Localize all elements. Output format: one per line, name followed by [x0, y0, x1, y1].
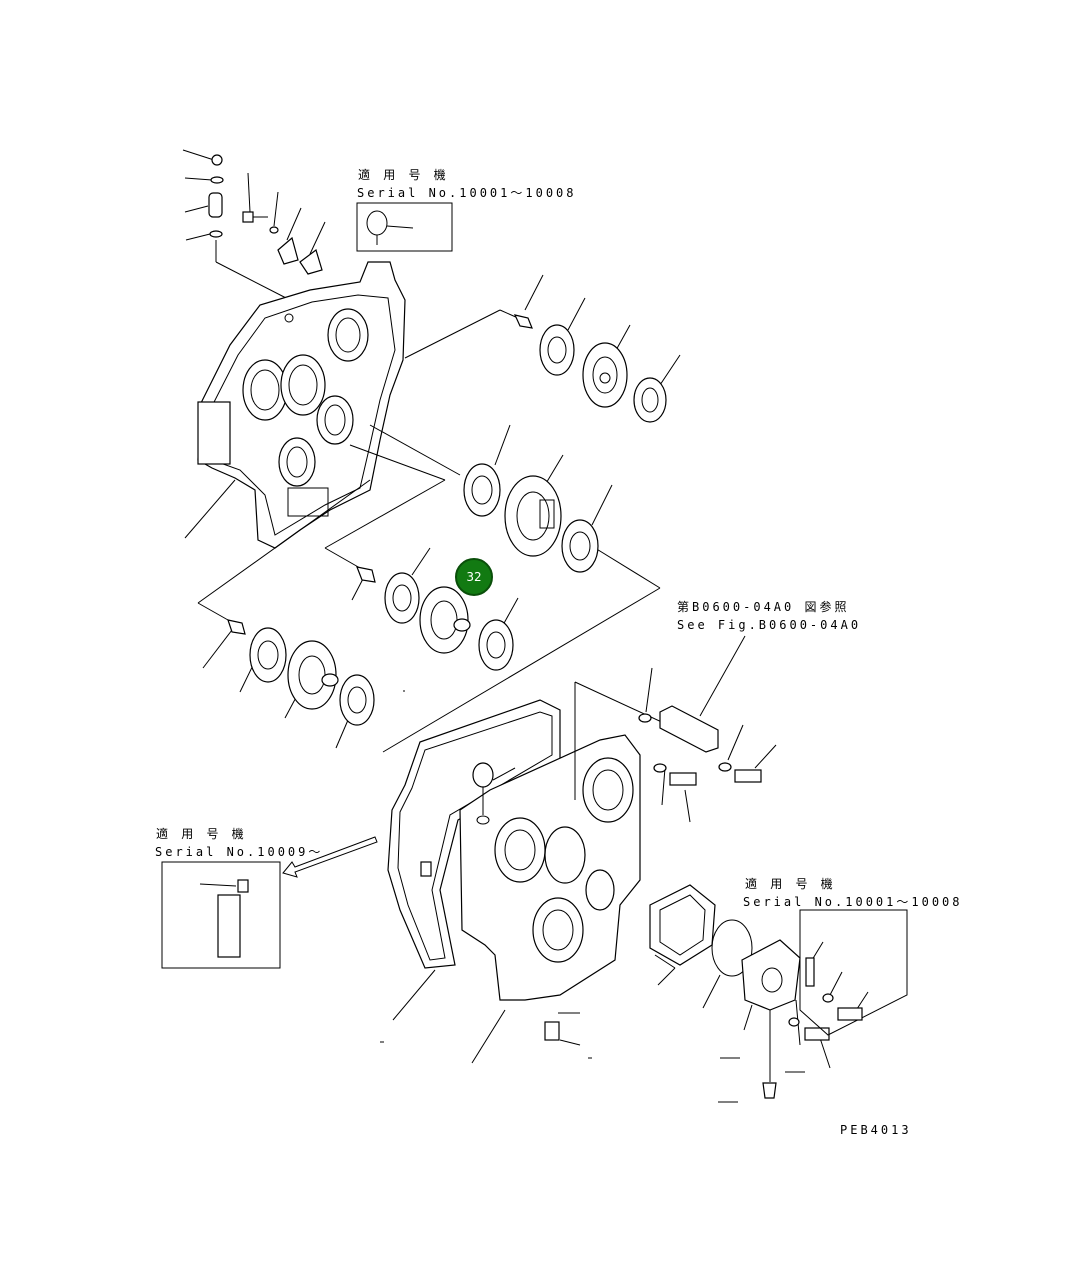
see-fig-bracket	[574, 635, 777, 823]
see-fig-en-label: See Fig.B0600-04A0	[677, 618, 862, 632]
top-left-hardware	[182, 149, 326, 315]
lower-case-housing	[420, 734, 641, 1064]
rear-cover-group	[649, 884, 831, 1099]
dash-marks	[380, 690, 805, 1103]
serial-right-no-label: Serial No.10001〜10008	[743, 895, 963, 909]
serial-box-left	[161, 836, 378, 969]
serial-box-right	[799, 909, 908, 1036]
bearing-stack-2	[463, 424, 613, 573]
bearing-stack-1	[513, 274, 681, 423]
lower-gasket	[387, 699, 561, 1021]
bearing-stack-3	[351, 547, 519, 671]
serial-top-no-label: Serial No.10001〜10008	[357, 186, 577, 200]
serial-right-jp-label: 適 用 号 機	[745, 877, 836, 891]
serial-left-no-label: Serial No.10009〜	[155, 845, 324, 859]
upper-case-housing	[197, 261, 406, 549]
drawing-code-label: PEB4013	[840, 1123, 912, 1137]
part-callout-32[interactable]: 32	[455, 558, 493, 596]
see-fig-jp-label: 第B0600-04A0 図参照	[677, 600, 850, 614]
serial-top-jp-label: 適 用 号 機	[358, 168, 449, 182]
bearing-stack-4	[202, 619, 375, 749]
upper-case-leaders	[184, 309, 661, 753]
serial-box-top	[356, 202, 453, 252]
serial-left-jp-label: 適 用 号 機	[156, 827, 247, 841]
